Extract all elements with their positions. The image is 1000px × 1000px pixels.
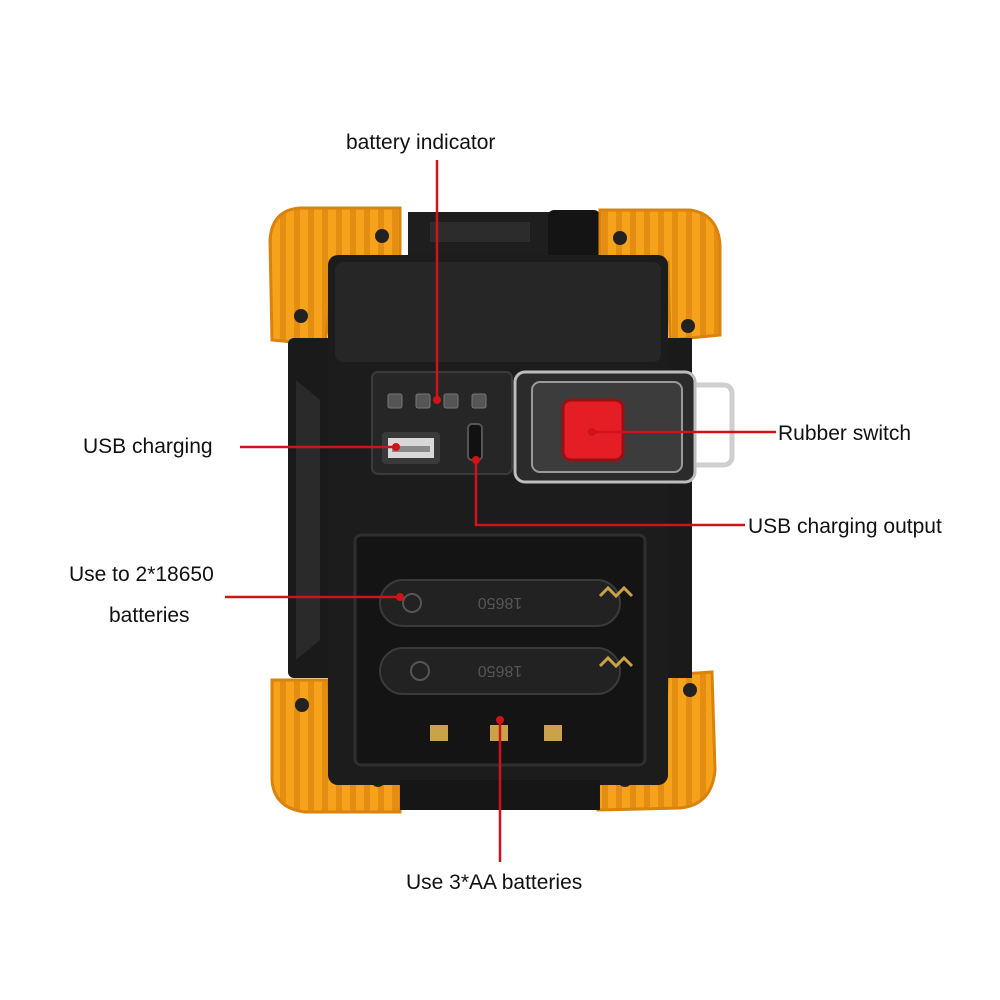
battery-led-icon: [387, 393, 403, 409]
top-handle: [408, 210, 600, 262]
battery-marking: 18650: [478, 662, 523, 679]
micro-usb-port-icon[interactable]: [467, 423, 483, 461]
screw-icon: [613, 231, 627, 245]
switch-housing: [513, 370, 697, 484]
usb-port-icon[interactable]: [382, 432, 440, 464]
battery-bay-18650: 18650 18650: [353, 533, 647, 767]
spring-icon: [598, 585, 634, 599]
label-aa-batteries: Use 3*AA batteries: [406, 871, 583, 894]
screw-icon: [294, 309, 308, 323]
spring-icon: [598, 655, 634, 669]
battery-marking: 18650: [478, 594, 523, 611]
label-rubber-switch: Rubber switch: [778, 422, 912, 445]
control-panel: [371, 371, 513, 475]
label-usb-charging-output: USB charging output: [748, 515, 942, 538]
bumper-top-left: [268, 206, 402, 347]
battery-led-icon: [443, 393, 459, 409]
battery-plus-icon: [410, 661, 430, 681]
label-18650-line2: batteries: [109, 604, 190, 627]
label-usb-charging: USB charging: [83, 435, 213, 458]
bumper-top-right: [598, 208, 722, 342]
screw-icon: [683, 683, 697, 697]
screw-icon: [681, 319, 695, 333]
battery-indicator-leds: [387, 393, 487, 409]
label-battery-indicator: battery indicator: [346, 131, 496, 154]
leader-lines: [225, 160, 776, 862]
screw-icon: [295, 698, 309, 712]
leader-usb-output: [474, 460, 745, 527]
screw-icon: [375, 229, 389, 243]
label-18650-line1: Use to 2*18650: [69, 563, 214, 586]
battery-led-icon: [415, 393, 431, 409]
battery-led-icon: [471, 393, 487, 409]
battery-plus-icon: [402, 593, 422, 613]
